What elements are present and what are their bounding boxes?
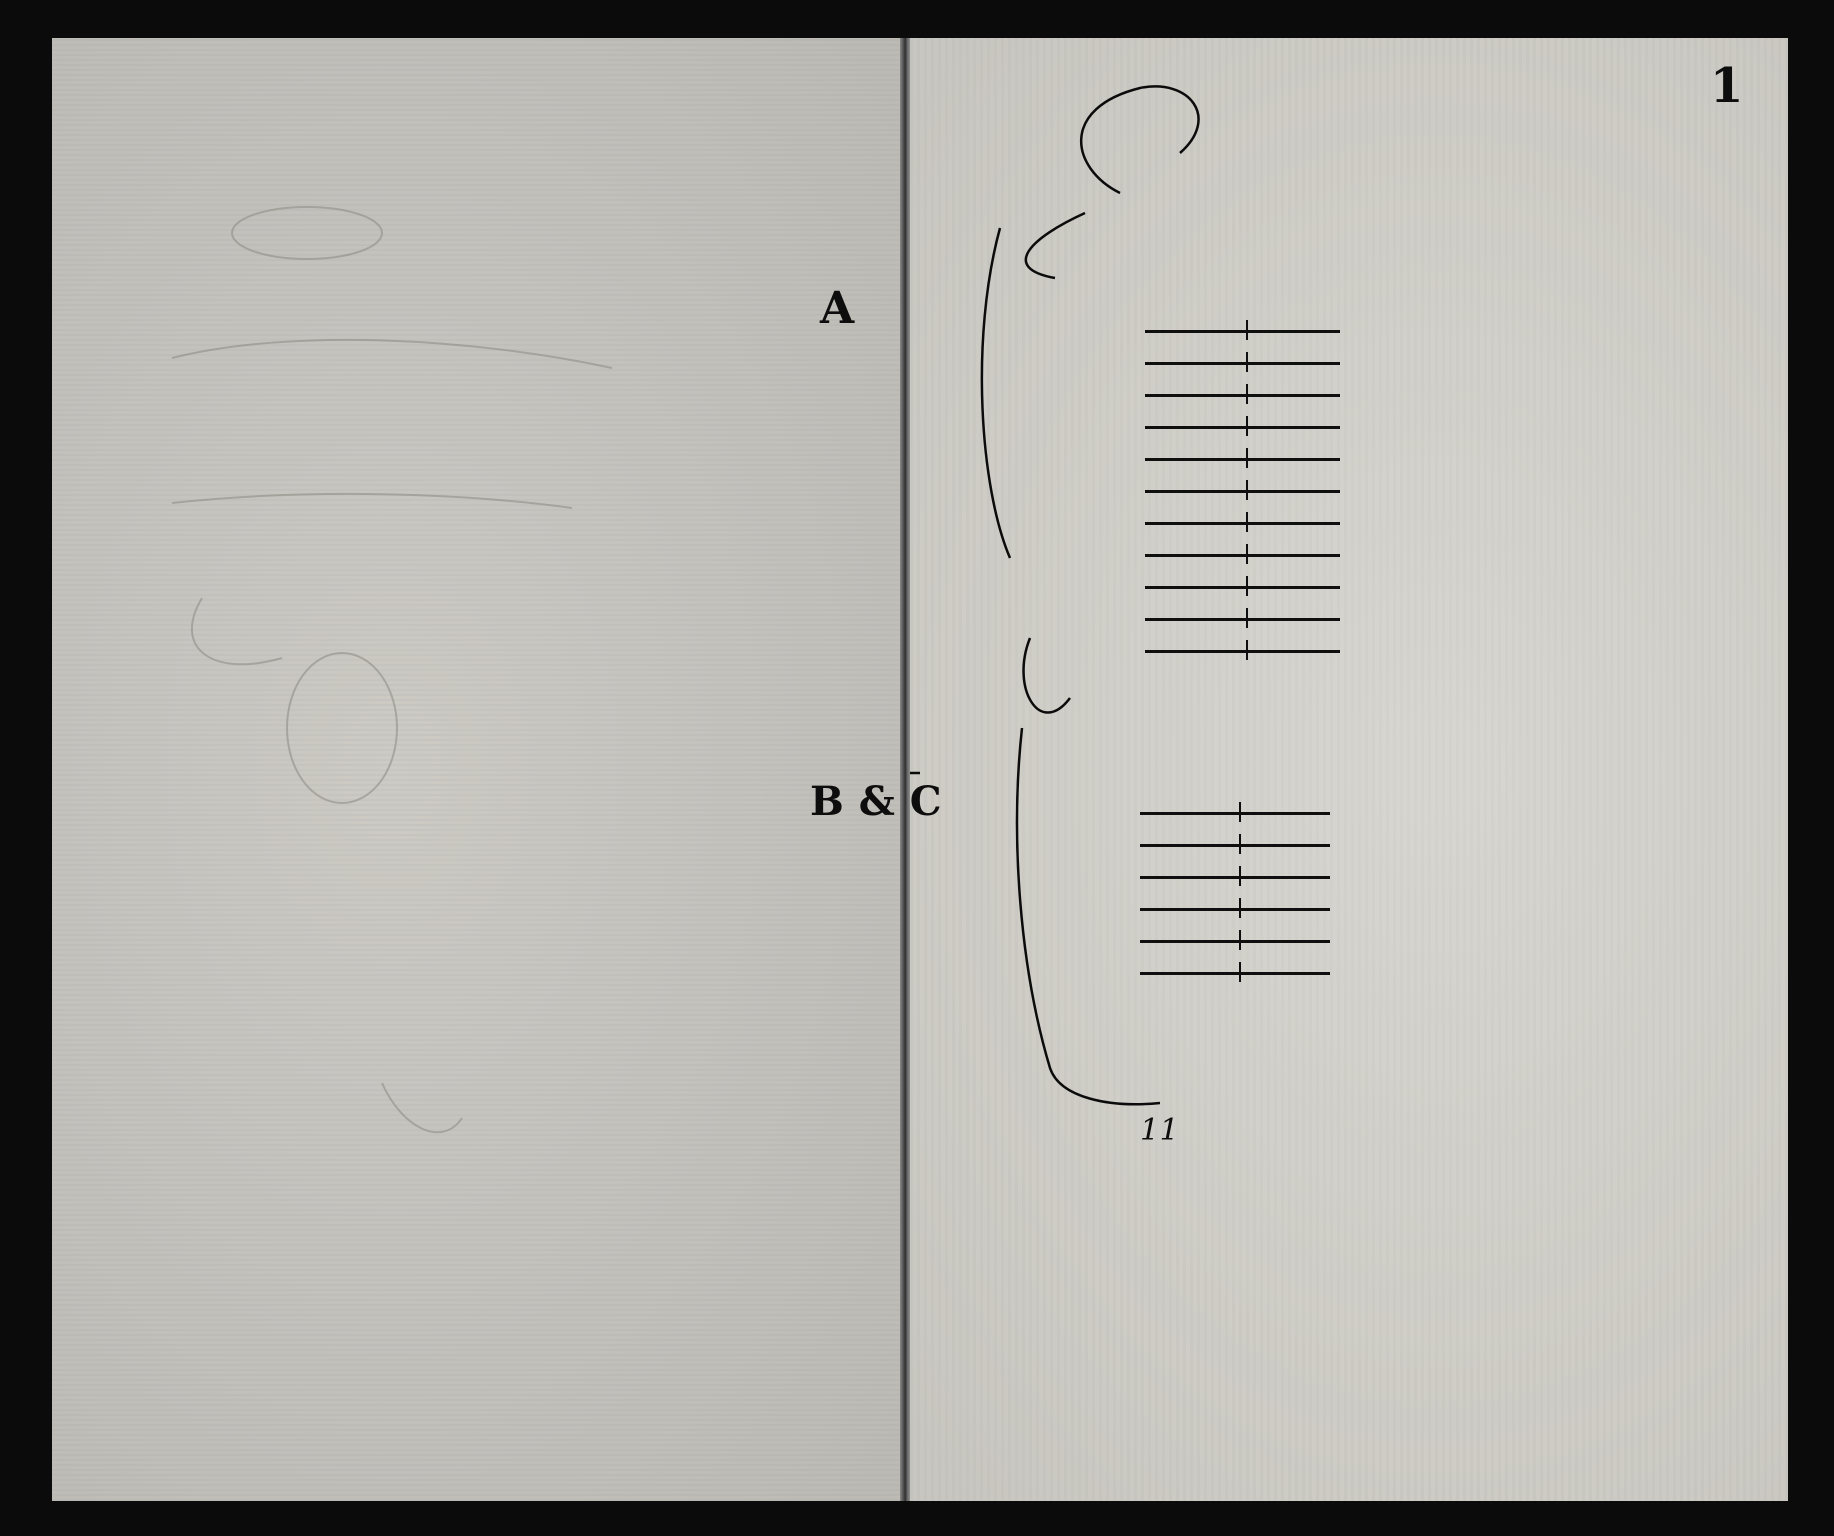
bottom-mark: 11	[1140, 1113, 1180, 1148]
section-a-row-rule	[1145, 394, 1340, 397]
section-a-row-tick	[1246, 544, 1249, 564]
section-a-row-rule	[1145, 554, 1340, 557]
section-a-row-rule	[1145, 490, 1340, 493]
section-a-row-tick	[1246, 448, 1249, 468]
section-letters-b-c: B & C	[810, 778, 943, 825]
section-a-row-tick	[1246, 384, 1249, 404]
folio-number: 1	[1710, 58, 1744, 114]
section-a-row-rule	[1145, 458, 1340, 461]
faded-flourishes	[171, 206, 613, 1134]
section-a-row-rule	[1145, 362, 1340, 365]
section-bc-row-tick	[1238, 898, 1241, 918]
section-bc-row-rule	[1140, 972, 1330, 975]
section-bc-row-tick	[1238, 930, 1241, 950]
section-a-row-rule	[1145, 650, 1340, 653]
page-fold	[900, 38, 912, 1501]
section-bc-row-tick	[1238, 802, 1241, 822]
section-a-row-rule	[1145, 586, 1340, 589]
section-a-row-rule	[1145, 330, 1340, 333]
section-bc-row-tick	[1238, 834, 1241, 854]
section-bc-row-tick	[1238, 962, 1241, 982]
section-bc-row-rule	[1140, 908, 1330, 911]
section-bc-row-rule	[1140, 844, 1330, 847]
ink-flourishes	[910, 85, 1200, 1106]
section-a-row-tick	[1246, 480, 1249, 500]
left-page	[52, 38, 902, 1501]
section-a-row-rule	[1145, 426, 1340, 429]
section-a-row-tick	[1246, 512, 1249, 532]
section-a-row-tick	[1246, 640, 1249, 660]
section-bc-row-rule	[1140, 876, 1330, 879]
section-a-row-tick	[1246, 608, 1249, 628]
section-a-row-tick	[1246, 320, 1249, 340]
section-a-row-tick	[1246, 576, 1249, 596]
section-a-row-rule	[1145, 522, 1340, 525]
right-page: 1 A B & C 11	[810, 38, 1788, 1501]
section-a-row-tick	[1246, 352, 1249, 372]
section-bc-row-tick	[1238, 866, 1241, 886]
section-bc-row-rule	[1140, 812, 1330, 815]
section-letter-a: A	[820, 283, 855, 334]
manuscript-scan: 1 A B & C 11	[52, 38, 1788, 1501]
section-bc-row-rule	[1140, 940, 1330, 943]
section-a-row-rule	[1145, 618, 1340, 621]
section-a-row-tick	[1246, 416, 1249, 436]
